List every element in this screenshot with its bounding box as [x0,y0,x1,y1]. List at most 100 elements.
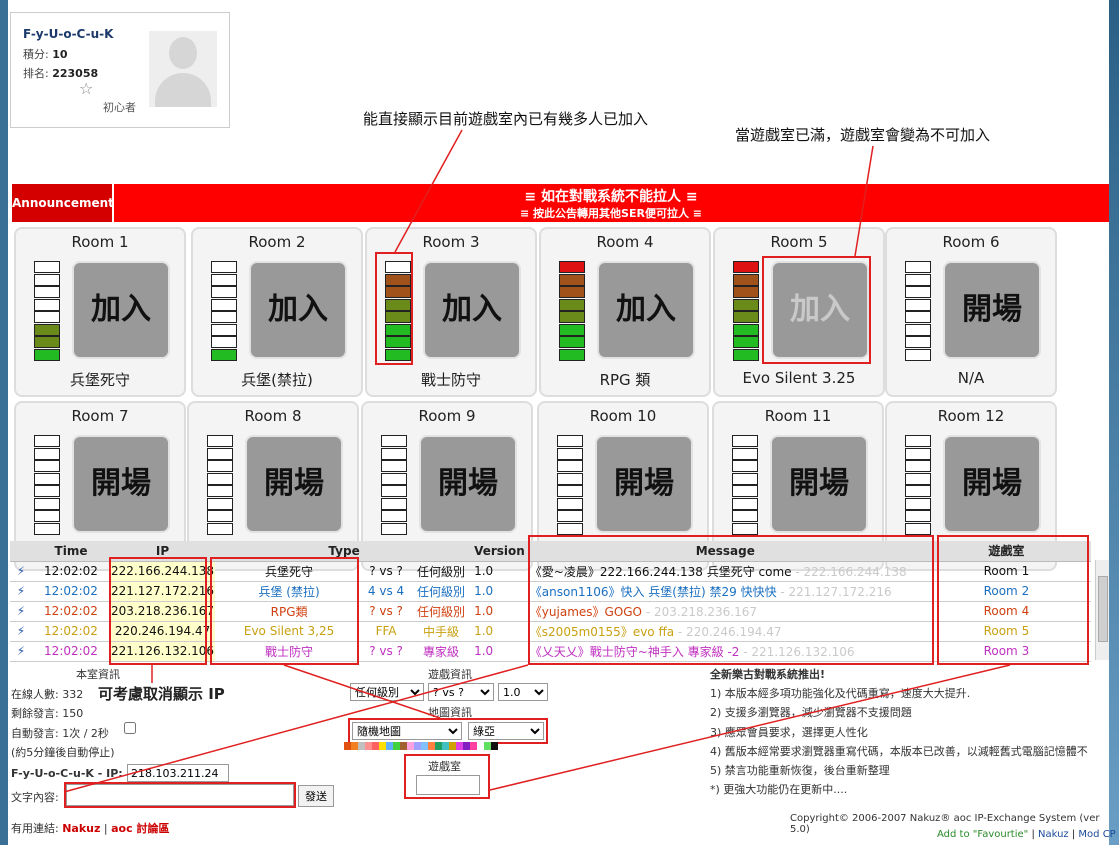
news-item: 3) 應眾會員要求，選擇更人性化 [710,726,868,739]
highlight-room3-meter [375,252,413,365]
profile-name[interactable]: F-y-U-o-C-u-K [23,27,114,41]
table-row[interactable]: ⚡ 12:02:02 222.166.244.138 兵堡死守 ? vs ? 任… [10,561,1091,582]
cell-time: 12:02:02 [32,561,110,582]
player-icon[interactable]: ⚡ [10,561,32,582]
color-swatch[interactable] [351,742,358,750]
color-swatch[interactable] [470,742,477,750]
player-icon[interactable]: ⚡ [10,601,32,622]
open-room-button[interactable]: 開場 [245,435,343,533]
window-right-edge [1109,0,1119,845]
room-type: 戰士防守 [420,371,481,389]
player-icon[interactable]: ⚡ [10,581,32,602]
open-room-button[interactable]: 開場 [419,435,517,533]
open-room-button[interactable]: 開場 [72,435,170,533]
link-aoc-forum[interactable]: aoc 討論區 [111,822,170,835]
scroll-thumb[interactable] [1098,576,1108,642]
join-button[interactable]: 加入 [249,261,347,359]
room-player-meter [733,261,759,361]
color-swatch[interactable] [442,742,449,750]
cell-message: 《愛~凌晨》222.166.244.138 兵堡死守 come - 222.16… [525,561,922,582]
mod-cp-link[interactable]: Mod CP [1078,829,1116,840]
player-icon[interactable]: ⚡ [10,641,32,662]
color-palette[interactable] [344,742,498,750]
color-swatch[interactable] [435,742,442,750]
cell-type: 兵堡死守 [215,561,364,582]
add-favourite-link[interactable]: Add to "Favourtie" [937,829,1029,840]
open-room-button[interactable]: 開場 [943,435,1041,533]
color-swatch[interactable] [386,742,393,750]
color-swatch[interactable] [463,742,470,750]
color-swatch[interactable] [379,742,386,750]
cell-vs: ? vs ? [363,601,410,622]
cell-room[interactable]: Room 2 [921,581,1091,602]
color-swatch[interactable] [407,742,414,750]
join-button[interactable]: 加入 [72,261,170,359]
vs-select[interactable]: ? vs ? [428,683,494,701]
open-room-button[interactable]: 開場 [770,435,868,533]
cell-room[interactable]: Room 3 [921,641,1091,662]
cell-type: 兵堡 (禁拉) [215,581,364,602]
cell-level: 任何級別 [409,581,474,602]
color-swatch[interactable] [400,742,407,750]
room-player-meter [211,261,237,361]
color-swatch[interactable] [491,742,498,750]
open-room-button[interactable]: 開場 [943,261,1041,359]
room-type: 兵堡死守 [69,371,130,389]
highlight-ip-column [109,557,207,665]
color-swatch[interactable] [421,742,428,750]
announcement-bar[interactable]: Announcement ≡ 如在對戰系統不能拉人 ≡ ≡ 按此公告轉用其他SE… [12,184,1109,222]
room-player-meter [905,435,931,535]
color-swatch[interactable] [365,742,372,750]
player-icon[interactable]: ⚡ [10,621,32,642]
version-select[interactable]: 1.0 [498,683,548,701]
cell-room[interactable]: Room 1 [921,561,1091,582]
link-nakuz[interactable]: Nakuz [62,822,101,835]
announcement-line2[interactable]: ≡ 按此公告轉用其他SER便可拉人 ≡ [520,207,702,220]
color-swatch[interactable] [358,742,365,750]
nakuz-link[interactable]: Nakuz [1038,829,1069,840]
cell-room[interactable]: Room 4 [921,601,1091,622]
table-row[interactable]: ⚡ 12:02:02 203.218.236.167 RPG類 ? vs ? 任… [10,601,1091,622]
game-info-title: 遊戲資訊 [428,668,472,681]
col-version: Version [473,541,526,562]
online-count: 在線人數: 332 [11,688,84,701]
news-item: 1) 本版本經多項功能強化及代碼重寫，速度大大提升. [710,687,971,700]
room-type: RPG 類 [599,371,651,389]
room-name: Room 1 [71,233,129,251]
col-ip: IP [110,541,216,562]
news-item: *) 更強大功能仍在更新中.... [710,783,848,796]
auto-post-checkbox[interactable] [124,722,136,734]
cell-room[interactable]: Room 5 [921,621,1091,642]
color-swatch[interactable] [372,742,379,750]
table-row[interactable]: ⚡ 12:02:02 220.246.194.47 Evo Silent 3,2… [10,621,1091,642]
level-select[interactable]: 任何級別 [350,683,424,701]
join-button[interactable]: 加入 [423,261,521,359]
table-row[interactable]: ⚡ 12:02:02 221.127.172.216 兵堡 (禁拉) 4 vs … [10,581,1091,602]
table-row[interactable]: ⚡ 12:02:02 221.126.132.106 戰士防守 ? vs ? 專… [10,641,1091,662]
color-swatch[interactable] [477,742,484,750]
color-swatch[interactable] [344,742,351,750]
color-swatch[interactable] [428,742,435,750]
join-button[interactable]: 加入 [597,261,695,359]
cell-message: 《s2005m0155》evo ffa - 220.246.194.47 [525,621,922,642]
cell-ip: 221.127.172.216 [110,581,216,602]
color-swatch[interactable] [393,742,400,750]
ip-field[interactable] [127,764,229,782]
announcement-line1[interactable]: ≡ 如在對戰系統不能拉人 ≡ [524,189,698,205]
log-scrollbar[interactable] [1095,560,1109,660]
color-swatch[interactable] [449,742,456,750]
send-button[interactable]: 發送 [298,785,334,807]
room-player-meter [381,435,407,535]
color-swatch[interactable] [484,742,491,750]
color-swatch[interactable] [456,742,463,750]
room-name: Room 5 [770,233,828,251]
profile-score: 積分: 10 [23,48,68,61]
auto-post-note: (約5分鐘後自動停止) [11,746,115,759]
open-room-button[interactable]: 開場 [595,435,693,533]
announcement-label: Announcement [12,184,114,222]
room-type: Evo Silent 3.25 [742,369,856,387]
annotation-player-count: 能直接顯示目前遊戲室內已有幾多人已加入 [363,110,649,128]
room-name: Room 12 [937,407,1005,425]
ip-label: F-y-U-o-C-u-K - IP: [11,767,123,780]
color-swatch[interactable] [414,742,421,750]
